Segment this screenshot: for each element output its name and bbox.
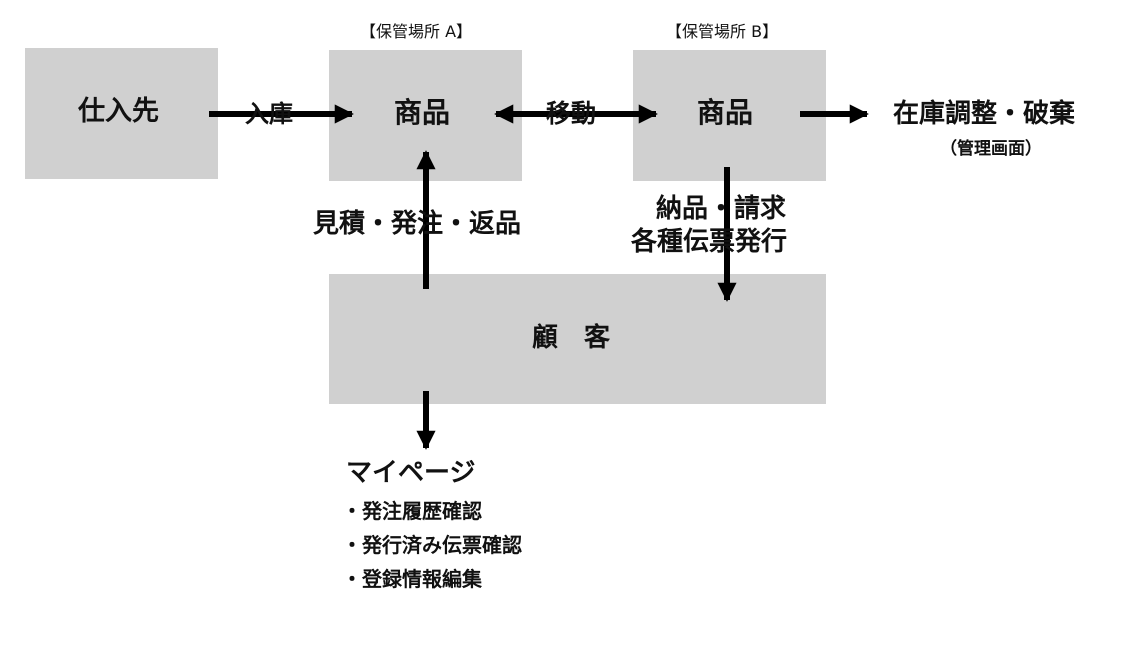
transfer-label: 移動 — [546, 99, 597, 128]
mypage-item: ・登録情報編集 — [342, 567, 482, 591]
customer-box — [329, 274, 826, 404]
supplier-label: 仕入先 — [78, 96, 159, 127]
product-b-box — [633, 50, 826, 181]
mypage-item: ・発行済み伝票確認 — [342, 533, 522, 557]
b-to-customer-label-line2: 各種伝票発行 — [631, 227, 788, 257]
customer-to-a-label: 見積・発注・返品 — [313, 209, 522, 239]
storage-b-caption: 【保管場所 B】 — [666, 22, 779, 41]
product-a-label: 商品 — [394, 96, 451, 129]
adjustment-label: 在庫調整・破棄 — [893, 99, 1076, 129]
receiving-label: 入庫 — [245, 100, 293, 128]
customer-label: 顧 客 — [532, 323, 611, 353]
adjustment-note: （管理画面） — [940, 139, 1042, 159]
b-to-customer-label-line1: 納品・請求 — [656, 194, 787, 224]
product-b-label: 商品 — [697, 96, 754, 129]
mypage-item: ・発注履歴確認 — [342, 499, 482, 523]
mypage-title: マイページ — [346, 458, 476, 488]
supplier-box — [25, 48, 218, 179]
storage-a-caption: 【保管場所 A】 — [360, 22, 473, 41]
